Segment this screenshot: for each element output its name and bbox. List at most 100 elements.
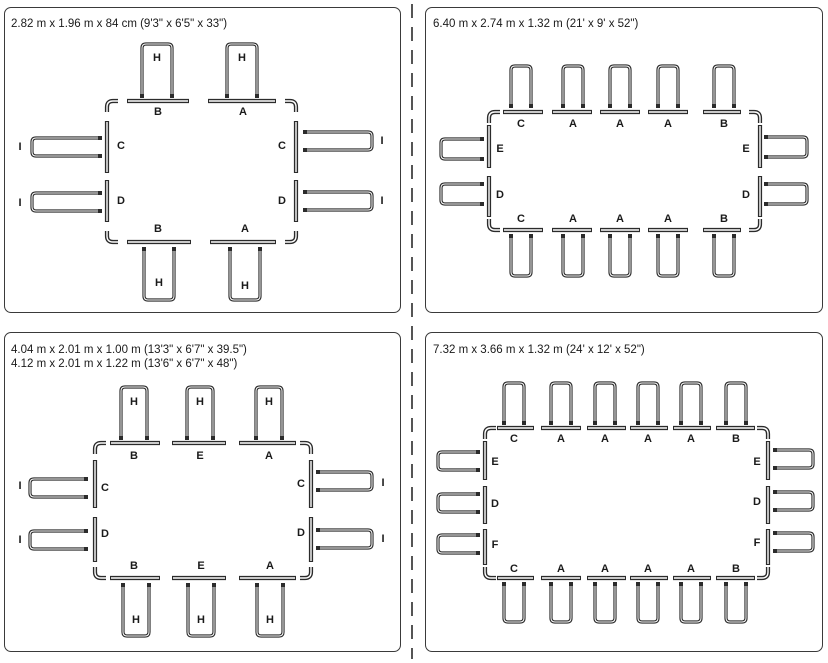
rail-label: A xyxy=(664,118,672,130)
leg-tube xyxy=(679,381,703,423)
rail-label: C xyxy=(101,482,109,494)
leg xyxy=(712,64,736,108)
leg-i-tube-core xyxy=(29,530,86,550)
leg-h xyxy=(121,583,151,638)
leg-h-tube-core xyxy=(256,585,284,637)
leg-cap xyxy=(529,104,533,108)
dimension-line: 2.82 m x 1.96 m x 84 cm (9'3" x 6'5" x 3… xyxy=(11,18,228,30)
leg-cap xyxy=(569,421,573,425)
leg-tube xyxy=(561,236,585,278)
leg-tube xyxy=(775,531,815,553)
leg-tube xyxy=(766,182,809,206)
leg-h-cap xyxy=(142,247,146,251)
leg-label: I xyxy=(18,480,21,492)
leg-i-cap xyxy=(303,148,307,152)
leg-tube xyxy=(724,381,748,423)
leg-i-tube-core xyxy=(31,192,100,212)
leg-h-cap xyxy=(212,583,216,587)
corner-connector-core xyxy=(285,100,297,112)
leg-tube-core xyxy=(440,183,482,205)
leg-i xyxy=(303,130,374,152)
corner-connector-core xyxy=(106,100,118,112)
leg-tube-core xyxy=(503,584,525,623)
leg-i-cap xyxy=(84,477,88,481)
rail-label: F xyxy=(492,539,499,551)
leg-cap xyxy=(476,492,480,496)
leg-h xyxy=(186,583,216,638)
leg-label: I xyxy=(380,135,383,147)
panel-1-dimensions: 2.82 m x 1.96 m x 84 cm (9'3" x 6'5" x 3… xyxy=(11,17,227,31)
leg-tube xyxy=(502,381,526,423)
corner-connector-core xyxy=(757,427,769,439)
rail-label: A xyxy=(241,223,249,235)
rail-label: A xyxy=(557,433,565,445)
leg-h-cap xyxy=(228,247,232,251)
leg xyxy=(509,234,533,278)
corner-connector-core xyxy=(757,567,769,579)
leg-cap xyxy=(732,104,736,108)
rail-label: A xyxy=(664,213,672,225)
leg-h-cap xyxy=(255,583,259,587)
leg-tube-core xyxy=(775,532,814,552)
leg-cap xyxy=(608,104,612,108)
dimension-line: 4.12 m x 2.01 m x 1.22 m (13'6" x 6'7" x… xyxy=(11,358,238,370)
leg-tube-core xyxy=(725,584,747,623)
leg-h xyxy=(142,247,176,302)
leg-h-tube-core xyxy=(141,43,173,96)
leg-tube-core xyxy=(510,236,532,277)
leg xyxy=(636,582,660,624)
leg-label: H xyxy=(132,614,140,626)
leg-i-cap xyxy=(303,190,307,194)
leg-cap xyxy=(764,202,768,206)
leg xyxy=(436,450,480,472)
leg-h-cap xyxy=(170,94,174,98)
corner-connector-core xyxy=(484,567,496,579)
corner-connector-core xyxy=(300,442,312,454)
leg-cap xyxy=(608,234,612,238)
leg-h-tube-core xyxy=(187,585,215,637)
panel-4-dimensions: 7.32 m x 3.66 m x 1.32 m (24' x 12' x 52… xyxy=(433,343,645,357)
leg-h-cap xyxy=(280,436,284,440)
leg-cap xyxy=(744,582,748,586)
leg-cap xyxy=(502,421,506,425)
rail-label: C xyxy=(297,478,305,490)
leg-h xyxy=(254,385,284,440)
rail-label: A xyxy=(644,433,652,445)
leg-h-cap xyxy=(147,583,151,587)
leg-tube xyxy=(593,381,617,423)
leg-tube xyxy=(766,135,809,159)
rail-label: D xyxy=(491,498,499,510)
leg-label: I xyxy=(381,533,384,545)
leg-label: H xyxy=(238,52,246,64)
layout-panel-4 xyxy=(425,332,823,652)
leg-tube xyxy=(439,182,482,206)
leg-i-tube-core xyxy=(305,191,373,211)
leg-tube xyxy=(775,448,815,470)
leg-tube xyxy=(436,492,478,514)
rail-label: C xyxy=(510,563,518,575)
leg-i-tube xyxy=(30,191,100,213)
leg-tube-core xyxy=(594,584,616,623)
rail-label: A xyxy=(557,563,565,575)
corner-connector-core xyxy=(285,231,297,243)
leg xyxy=(679,582,703,624)
leg-tube-core xyxy=(637,584,659,623)
leg-tube xyxy=(712,236,736,278)
rail-label: B xyxy=(130,560,138,572)
layout-panel-3 xyxy=(4,332,401,652)
corner-connector-core xyxy=(749,219,761,231)
leg-i xyxy=(316,528,374,550)
leg-label: I xyxy=(18,141,21,153)
leg-h-cap xyxy=(145,436,149,440)
leg-h-cap xyxy=(281,583,285,587)
leg-h xyxy=(119,385,149,440)
leg-h-tube-core xyxy=(143,249,175,301)
leg xyxy=(656,64,680,108)
leg-h xyxy=(140,42,174,98)
rail-label: D xyxy=(753,496,761,508)
leg xyxy=(712,234,736,278)
leg-h-cap xyxy=(140,94,144,98)
leg-tube xyxy=(593,584,617,624)
leg-cap xyxy=(656,234,660,238)
